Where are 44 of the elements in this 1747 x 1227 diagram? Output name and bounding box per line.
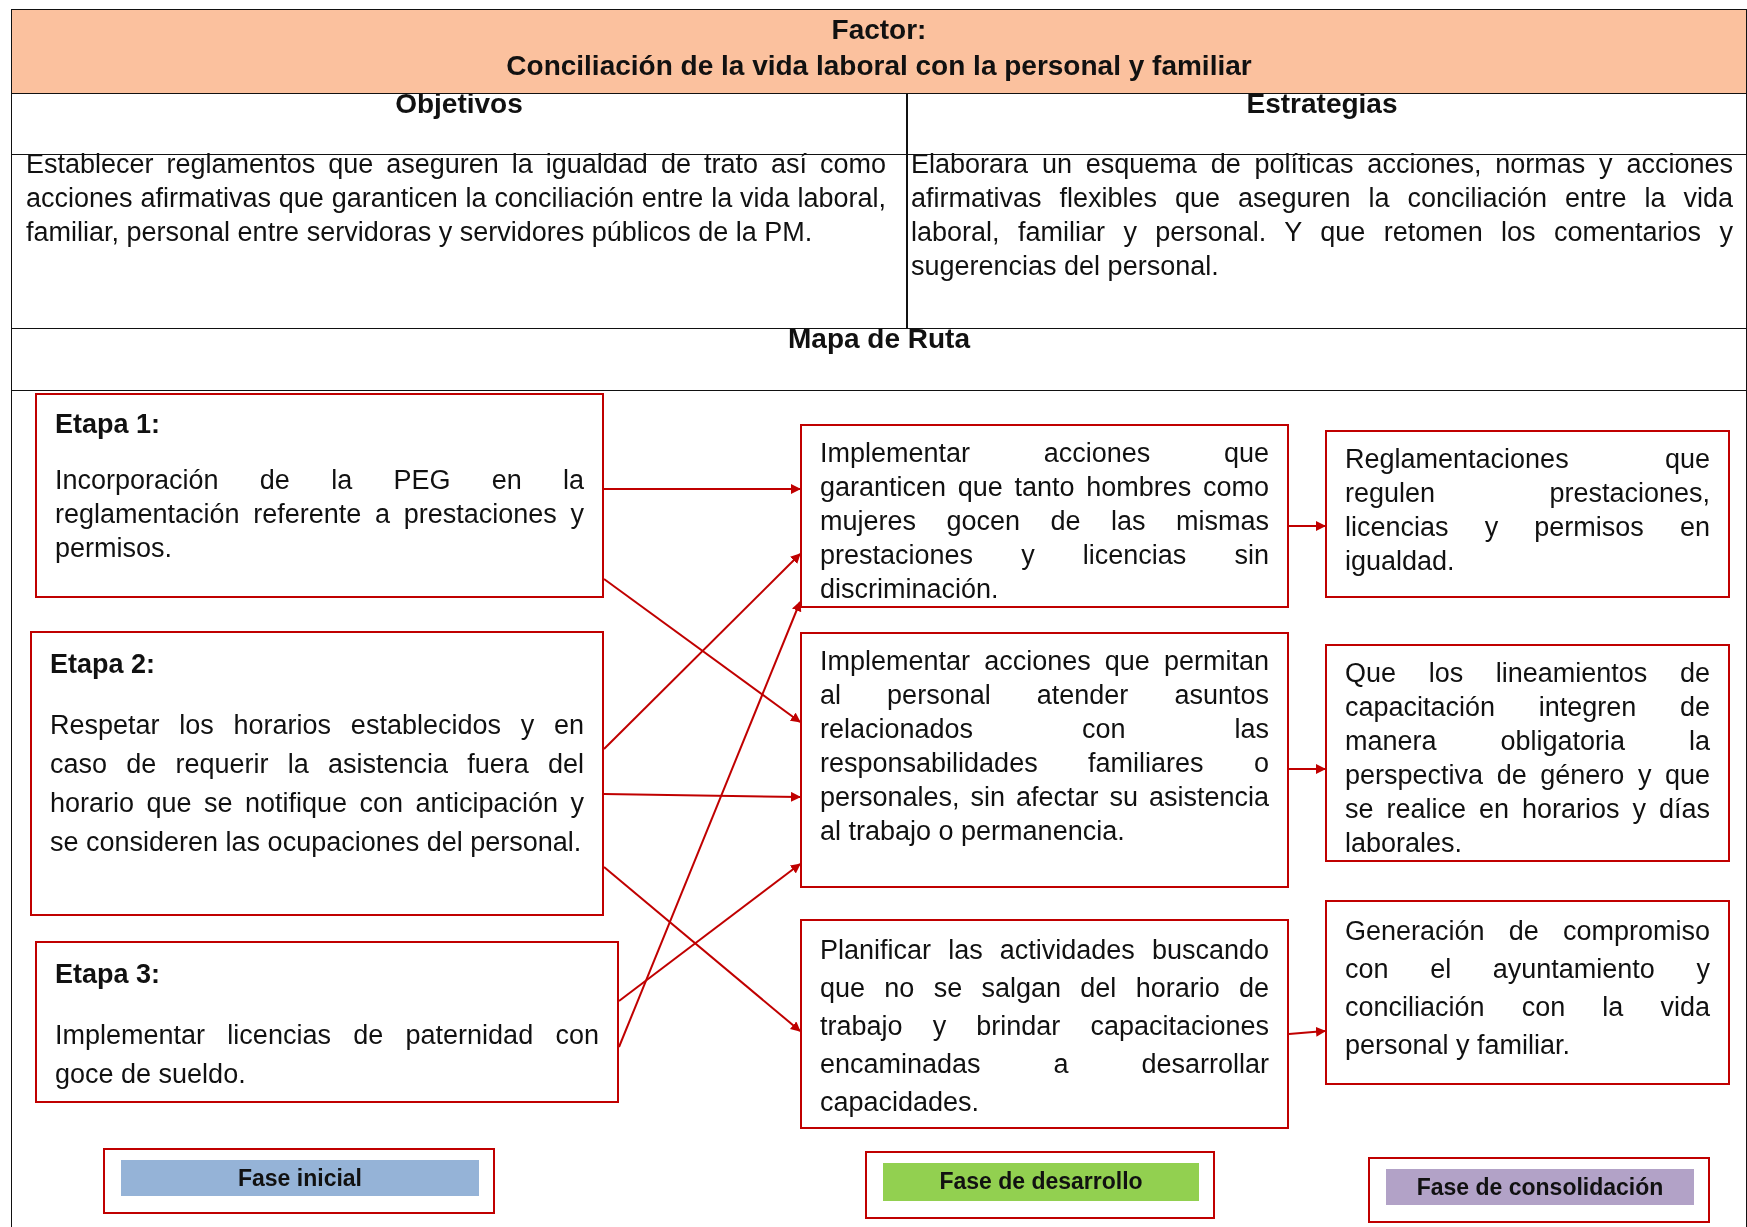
stage-title: Etapa 3: [55,958,162,991]
box-text: Que los lineamientos de capacitación integren de manera obligatoria la perspectiva de género y que se realice en horarios y días laborales. [1345,657,1710,860]
box-text: Generación de compromiso con el ayuntamiento y conciliación con la vida personal y familiar. [1345,915,1710,1062]
stage-title: Etapa 2: [50,648,157,681]
arrow [1288,764,1326,774]
box-text: Reglamentaciones que regulen prestaciones, licencias y permisos en igualdad. [1345,443,1710,578]
arrow [603,791,801,802]
stage-title: Etapa 1: [55,408,162,441]
stage-box [800,919,1289,1129]
stage-box [35,941,619,1103]
stage-box [1325,900,1730,1085]
phase-box [103,1148,495,1214]
section-header: Mapa de Ruta [787,322,972,356]
arrow [618,863,801,1002]
arrow [603,484,801,494]
stage-box [1325,644,1730,862]
stage-box [800,632,1289,888]
cell-text: Establecer reglamentos que aseguren la igualdad de trato así como acciones afirmativas que garanticen la conciliación entre la vida laboral, familiar, personal entre servidoras y servidores públicos de la PM. [26,148,886,249]
box-text: Planificar las actividades buscando que no se salgan del horario de trabajo y brindar capacitaciones encaminadas a desarrollar capacidades. [820,934,1269,1119]
box-text: Incorporación de la PEG en la reglamentación referente a prestaciones y permisos. [55,464,584,565]
column-header: Objetivos [394,87,524,121]
stage-box [30,631,604,916]
box-text: Respetar los horarios establecidos y en caso de requerir la asistencia fuera del horario que se notifique con anticipación y se consideren las ocupaciones del personal. [50,709,584,859]
arrow [603,553,801,750]
stage-box [35,393,604,598]
table-header: Conciliación de la vida laboral con la personal y familiar [505,49,1253,83]
box-text: Implementar acciones que permitan al personal atender asuntos relacionados con las responsabilidades familiares o personales, sin afectar su asistencia al trabajo o permanencia. [820,645,1269,848]
arrow [603,866,801,1032]
column-header: Estrategias [1245,87,1399,121]
phase-box [865,1151,1215,1219]
phase-label: Fase de consolidación [1386,1169,1694,1205]
arrow [618,601,802,1048]
box-text: Implementar licencias de paternidad con goce de sueldo. [55,1019,599,1091]
cell-text: Elaborara un esquema de políticas acciones, normas y acciones afirmativas flexibles que aseguren la conciliación entre la vida laboral, familiar y personal. Y que retomen los comentarios y sugerencias del personal. [911,148,1733,283]
table-header: Factor: [830,13,928,47]
phase-label: Fase inicial [121,1160,479,1196]
phase-box [1368,1157,1710,1223]
box-text: Implementar acciones que garanticen que tanto hombres como mujeres gocen de las mismas prestaciones y licencias sin discriminación. [820,437,1269,606]
stage-box [1325,430,1730,598]
stage-box [800,424,1289,608]
phase-label: Fase de desarrollo [883,1163,1199,1201]
arrow [1288,521,1326,531]
arrow [603,578,801,723]
arrow [1288,1026,1326,1037]
